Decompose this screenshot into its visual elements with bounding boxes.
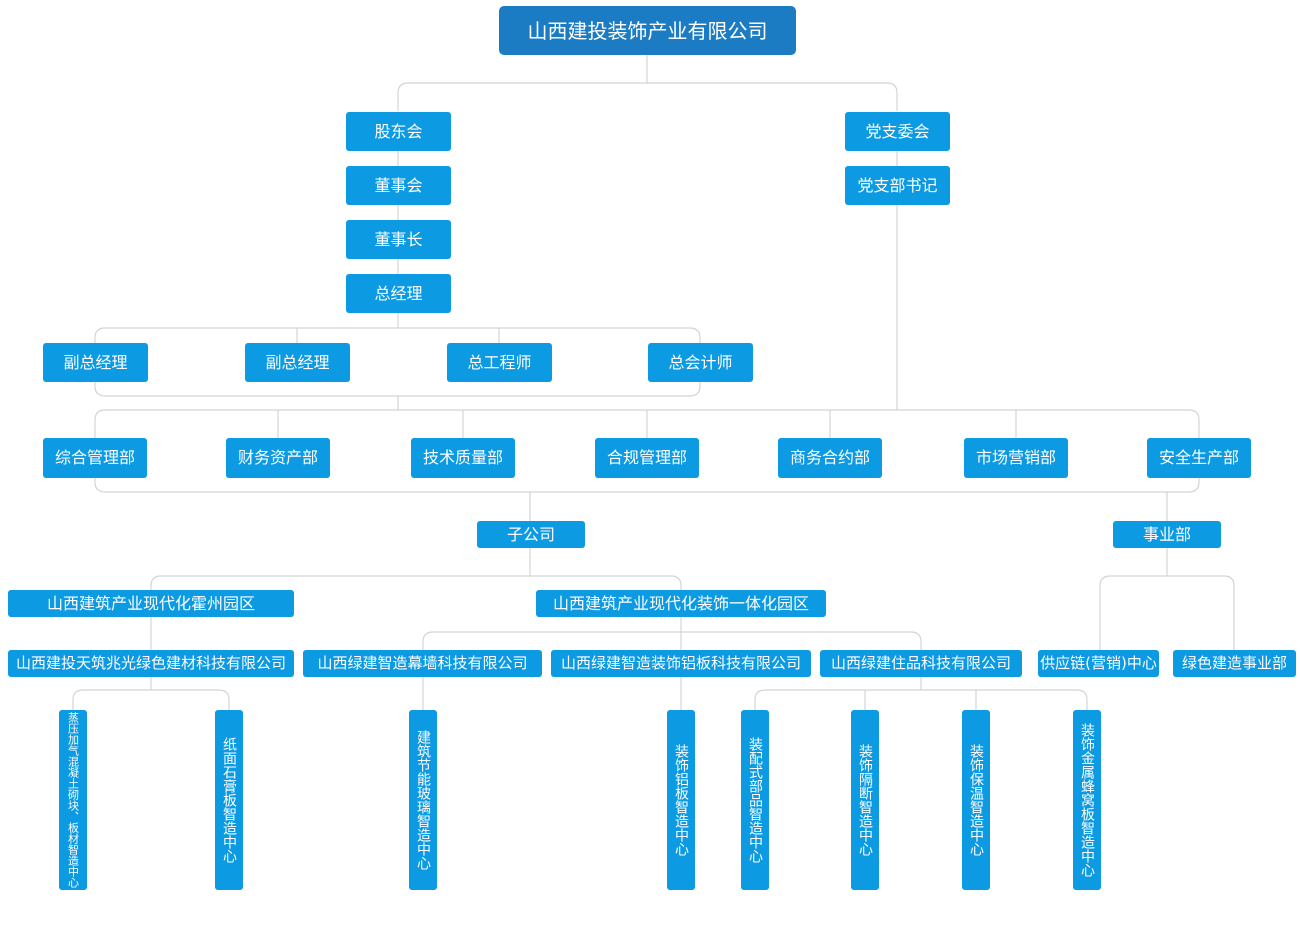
department-node: 合规管理部: [595, 438, 699, 478]
business-division-node: 事业部: [1113, 521, 1221, 548]
manufacturing-center-node: 纸面石膏板智造中心: [215, 710, 243, 890]
company-node: 山西建投天筑兆光绿色建材科技有限公司: [8, 650, 294, 677]
department-node: 市场营销部: [964, 438, 1068, 478]
party-branch-committee-node: 党支委会: [845, 112, 950, 151]
general-manager-node: 总经理: [346, 274, 451, 313]
party-branch-secretary-node: 党支部书记: [845, 166, 950, 205]
department-node: 财务资产部: [226, 438, 330, 478]
business-unit-node: 供应链(营销)中心: [1038, 650, 1159, 677]
manufacturing-center-node: 装饰金属蜂窝板智造中心: [1073, 710, 1101, 890]
company-node: 山西绿建智造幕墙科技有限公司: [303, 650, 542, 677]
root-company-node: 山西建投装饰产业有限公司: [499, 6, 796, 55]
manufacturing-center-node: 装饰隔断智造中心: [851, 710, 879, 890]
board-of-directors-node: 董事会: [346, 166, 451, 205]
subsidiaries-node: 子公司: [477, 521, 585, 548]
manufacturing-center-node: 装饰保温智造中心: [962, 710, 990, 890]
industrial-park-node: 山西建筑产业现代化装饰一体化园区: [536, 590, 826, 617]
company-node: 山西绿建智造装饰铝板科技有限公司: [551, 650, 811, 677]
business-unit-node: 绿色建造事业部: [1173, 650, 1296, 677]
shareholders-meeting-node: 股东会: [346, 112, 451, 151]
chief-accountant-node: 总会计师: [648, 343, 753, 382]
department-node: 综合管理部: [43, 438, 147, 478]
department-node: 商务合约部: [778, 438, 882, 478]
deputy-general-manager-node-2: 副总经理: [245, 343, 350, 382]
deputy-general-manager-node-1: 副总经理: [43, 343, 148, 382]
chairman-node: 董事长: [346, 220, 451, 259]
chief-engineer-node: 总工程师: [447, 343, 552, 382]
company-node: 山西绿建住品科技有限公司: [820, 650, 1022, 677]
department-node: 安全生产部: [1147, 438, 1251, 478]
manufacturing-center-node: 装饰铝板智造中心: [667, 710, 695, 890]
industrial-park-node: 山西建筑产业现代化霍州园区: [8, 590, 294, 617]
manufacturing-center-node: 蒸压加气混凝土砌块、板材智造中心: [59, 710, 87, 890]
manufacturing-center-node: 装配式部品智造中心: [741, 710, 769, 890]
department-node: 技术质量部: [411, 438, 515, 478]
manufacturing-center-node: 建筑节能玻璃智造中心: [409, 710, 437, 890]
